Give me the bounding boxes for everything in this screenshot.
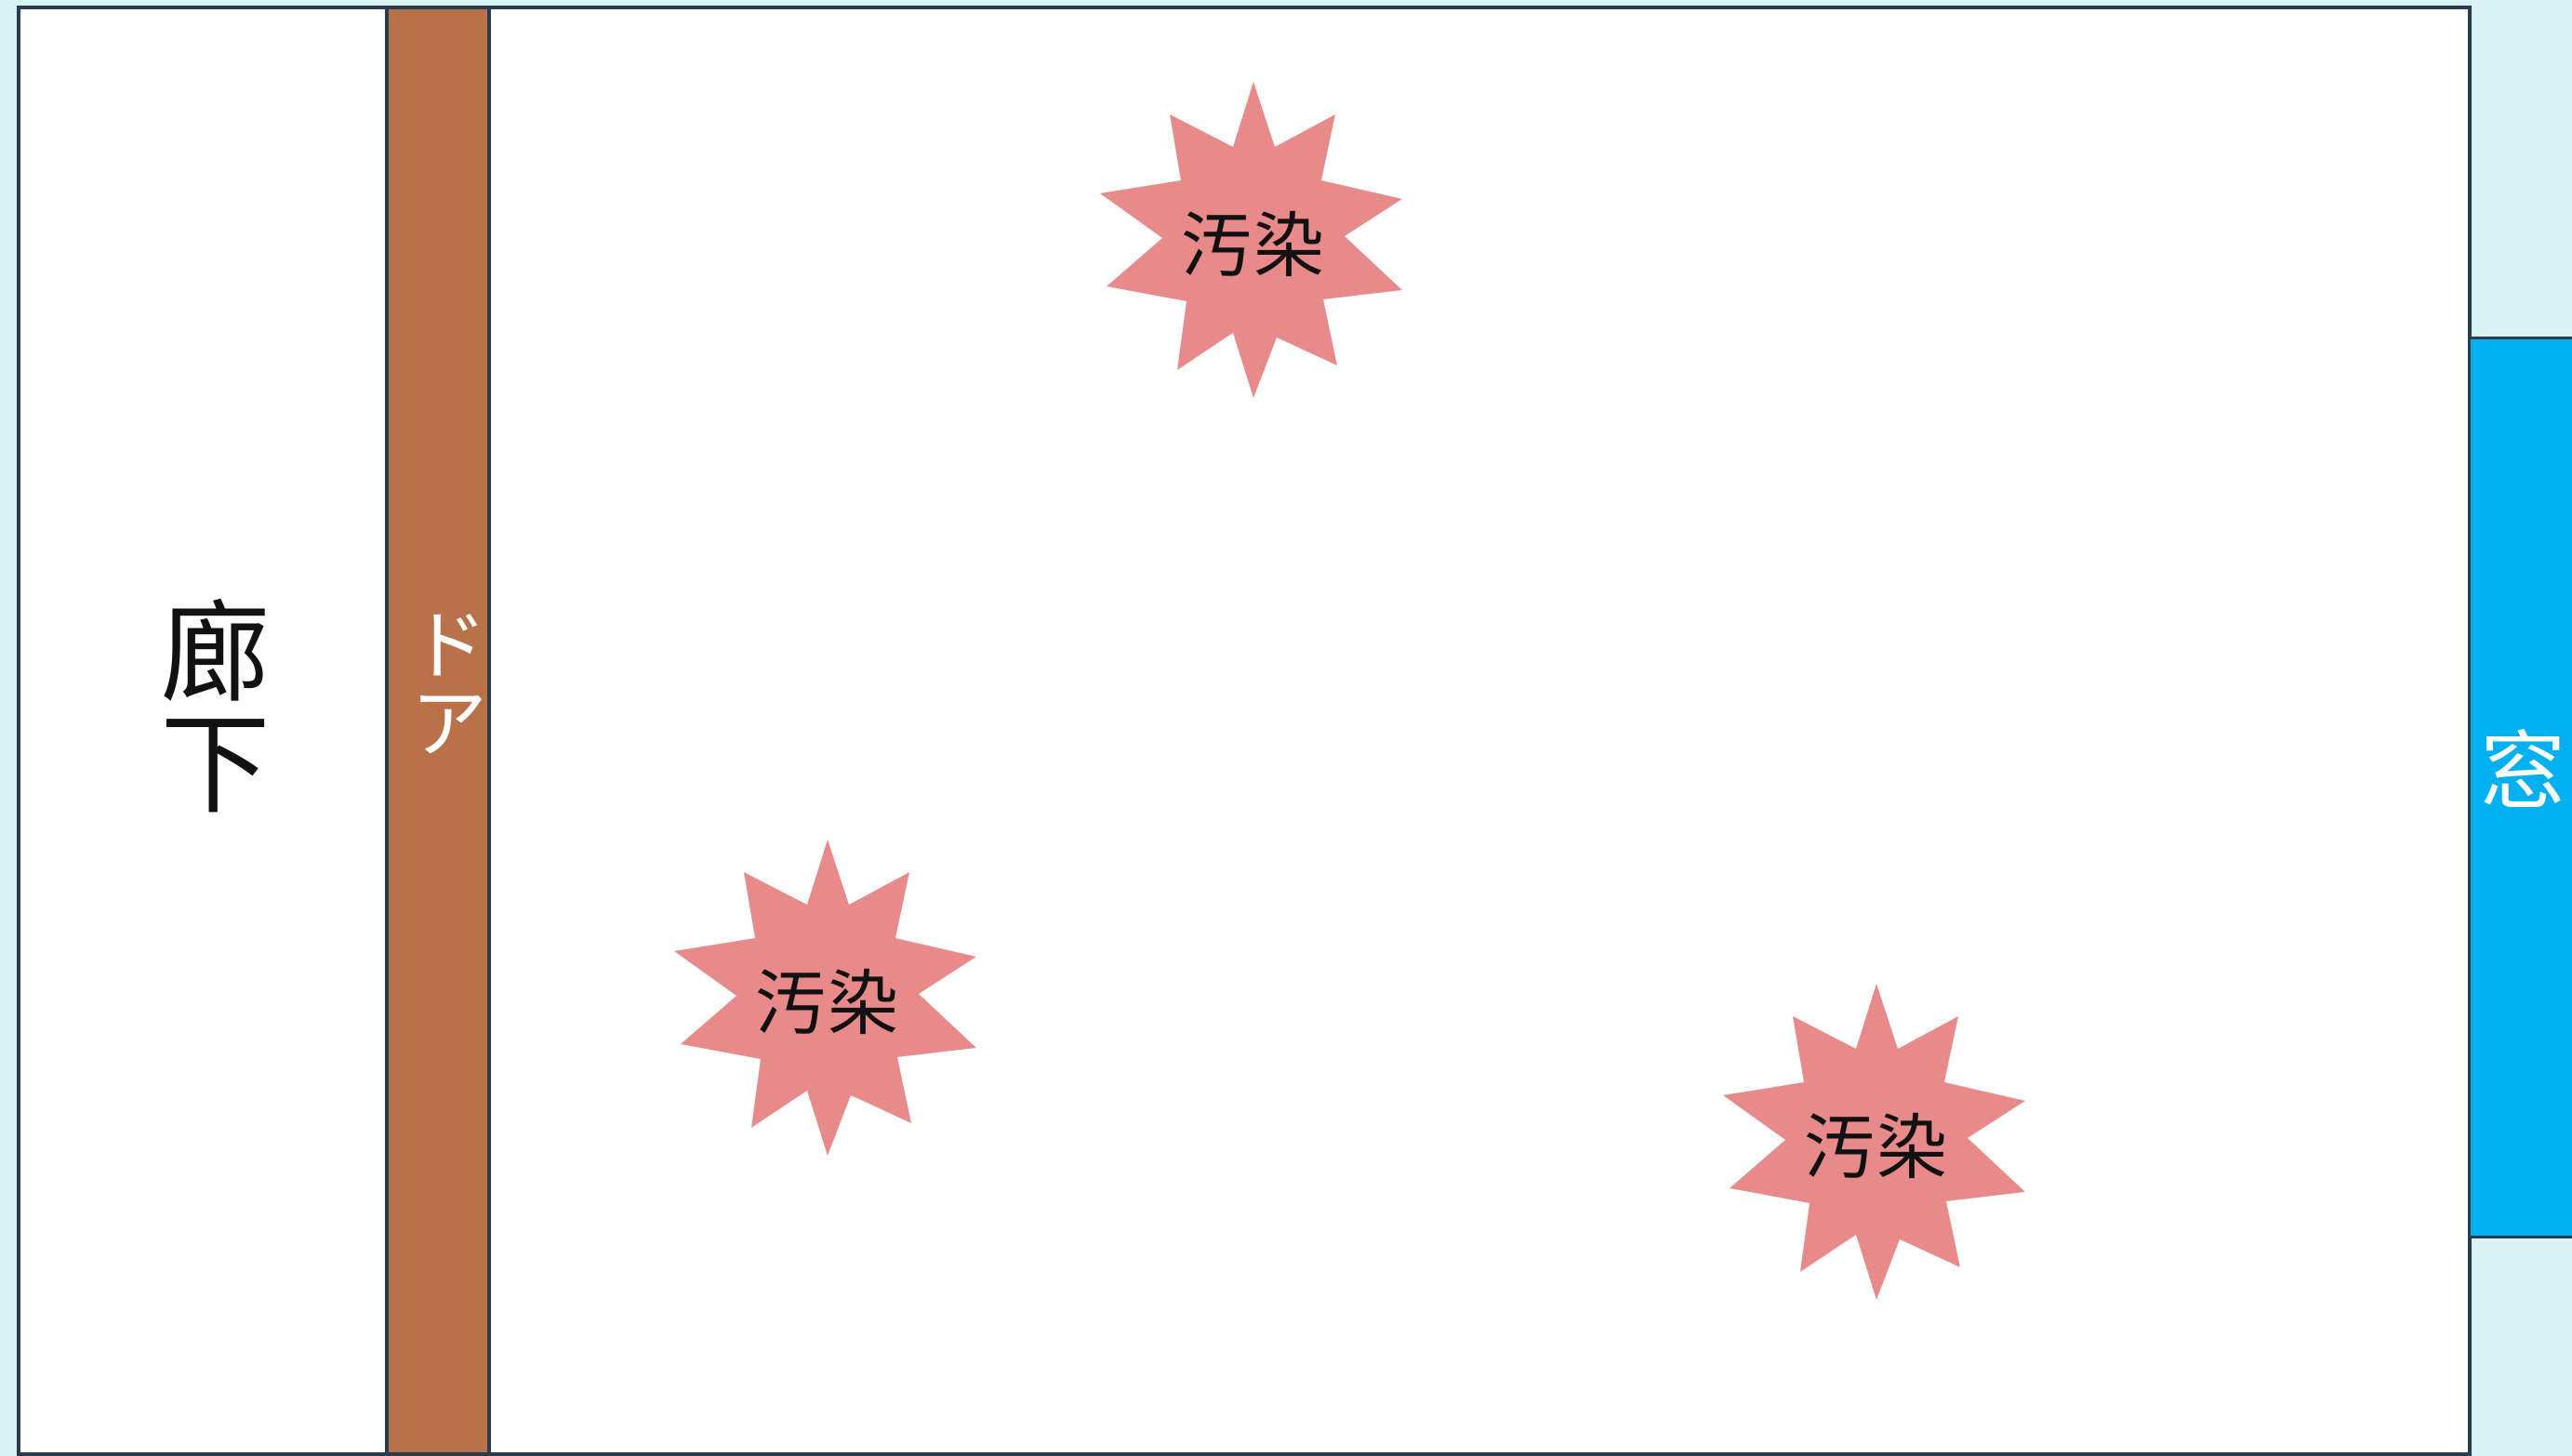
- corridor-label: 廊下: [141, 595, 270, 818]
- door: ドア: [385, 6, 491, 1456]
- contamination-burst-icon: [674, 840, 976, 1156]
- contamination-label: 汚染: [755, 962, 900, 1045]
- contamination-label: 汚染: [1181, 205, 1326, 287]
- window-label: 窓: [2480, 722, 2566, 822]
- door-label: ドア: [397, 604, 488, 761]
- contamination-marker: 汚染: [1718, 984, 2035, 1300]
- contamination-burst-icon: [1723, 984, 2025, 1300]
- window: 窓: [2468, 337, 2572, 1238]
- contamination-marker: 汚染: [670, 840, 986, 1156]
- contamination-label: 汚染: [1804, 1106, 1949, 1189]
- contamination-marker: 汚染: [1095, 82, 1412, 398]
- contamination-burst-icon: [1100, 82, 1402, 398]
